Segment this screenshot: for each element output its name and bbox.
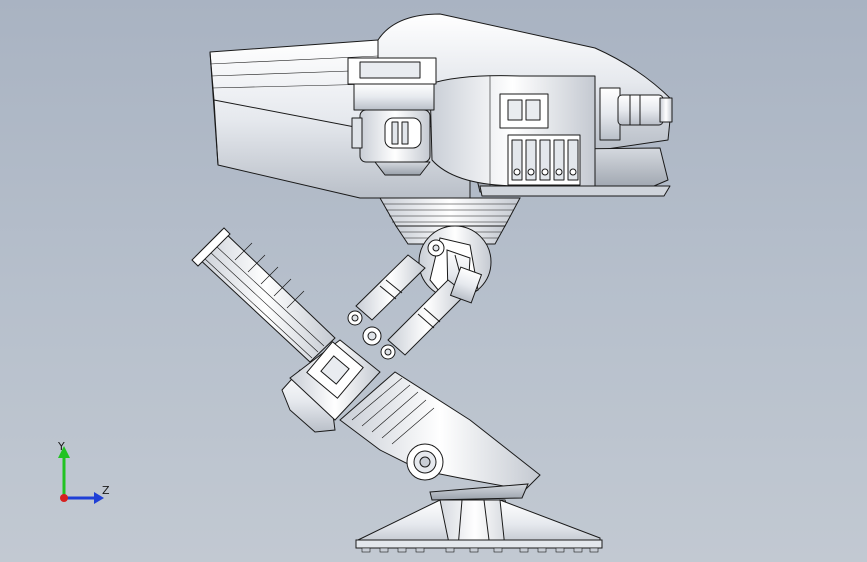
y-axis-label: Y bbox=[58, 440, 65, 453]
x-axis-dot bbox=[60, 494, 68, 502]
triad-axes bbox=[58, 446, 104, 504]
y-axis-arrow bbox=[58, 446, 70, 458]
orientation-triad: Y Z bbox=[48, 438, 118, 510]
gun-housing bbox=[281, 339, 541, 501]
head-body bbox=[209, 13, 673, 199]
gun-barrel bbox=[191, 227, 336, 363]
upper-arm bbox=[347, 254, 483, 360]
z-axis-arrow bbox=[94, 492, 104, 504]
z-axis-label: Z bbox=[102, 484, 110, 497]
foot bbox=[355, 499, 603, 553]
